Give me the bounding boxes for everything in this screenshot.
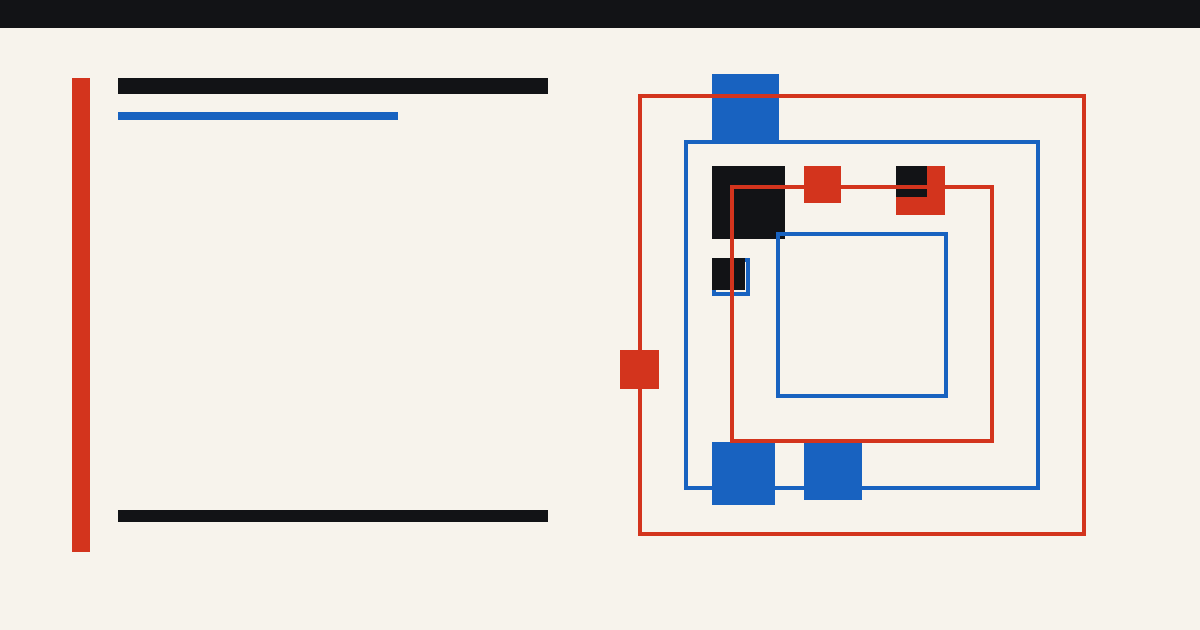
inner-blue-frame — [776, 232, 948, 398]
blue-subtitle-bar — [118, 112, 398, 120]
blue-block-bottom-right — [804, 442, 862, 500]
red-square-small — [804, 166, 841, 203]
blue-frame — [684, 140, 1040, 490]
black-square-large — [712, 166, 785, 239]
black-square-right — [896, 166, 927, 197]
outer-red-frame — [638, 94, 1086, 536]
top-band — [0, 0, 1200, 28]
blue-block-top — [712, 74, 779, 142]
red-vertical-bar — [72, 78, 90, 552]
blue-block-bottom-left — [712, 442, 775, 505]
inner-red-frame — [730, 185, 994, 443]
black-square-small — [712, 258, 745, 290]
black-bottom-bar — [118, 510, 548, 522]
black-title-bar — [118, 78, 548, 94]
red-square-left — [620, 350, 659, 389]
